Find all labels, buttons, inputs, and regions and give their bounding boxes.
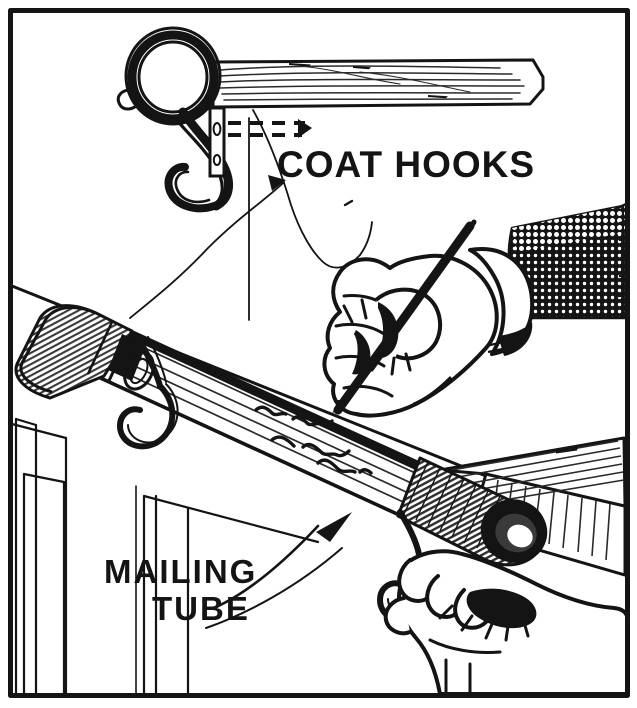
hidden-screw-tip	[298, 119, 312, 138]
mailing-tube-arrowhead	[316, 512, 352, 542]
label-mailing-tube-line1: MAILING	[104, 553, 257, 590]
hidden-screw-dashes	[228, 121, 305, 137]
left-hand-holding-tube	[383, 549, 625, 693]
mailing-tube-leader	[205, 524, 343, 629]
jacket-sleeve	[507, 203, 625, 320]
cuff-shadow	[485, 322, 533, 356]
board-wood-grain	[219, 65, 525, 101]
shelf-board-top	[438, 436, 625, 508]
hook-screw-slot	[212, 122, 222, 166]
mailing-tube	[14, 304, 548, 567]
label-mailing-tube-line2: TUBE	[152, 590, 250, 627]
hook-tip	[164, 163, 218, 213]
tube-address-scribble	[254, 405, 373, 475]
leader-lines-top	[129, 109, 373, 321]
shirt-cuff	[468, 247, 535, 356]
hook-tip-inner	[174, 170, 211, 204]
tube-support-ring-left	[123, 351, 155, 391]
hook-ring	[124, 26, 222, 126]
tube-left-cap	[14, 304, 134, 400]
label-coat-hooks: COAT HOOKS	[277, 144, 535, 185]
coat-hook-detail	[116, 26, 545, 213]
hook-ring-ear	[116, 88, 140, 111]
right-hand-with-pencil	[322, 203, 625, 418]
pencil	[333, 219, 477, 415]
pencil-tip	[332, 400, 346, 414]
coat-hooks-arrowhead	[268, 175, 286, 191]
scene-coat-hook-left	[116, 336, 179, 450]
tube-left-seam	[108, 334, 146, 381]
left-hand-shading	[466, 588, 537, 629]
